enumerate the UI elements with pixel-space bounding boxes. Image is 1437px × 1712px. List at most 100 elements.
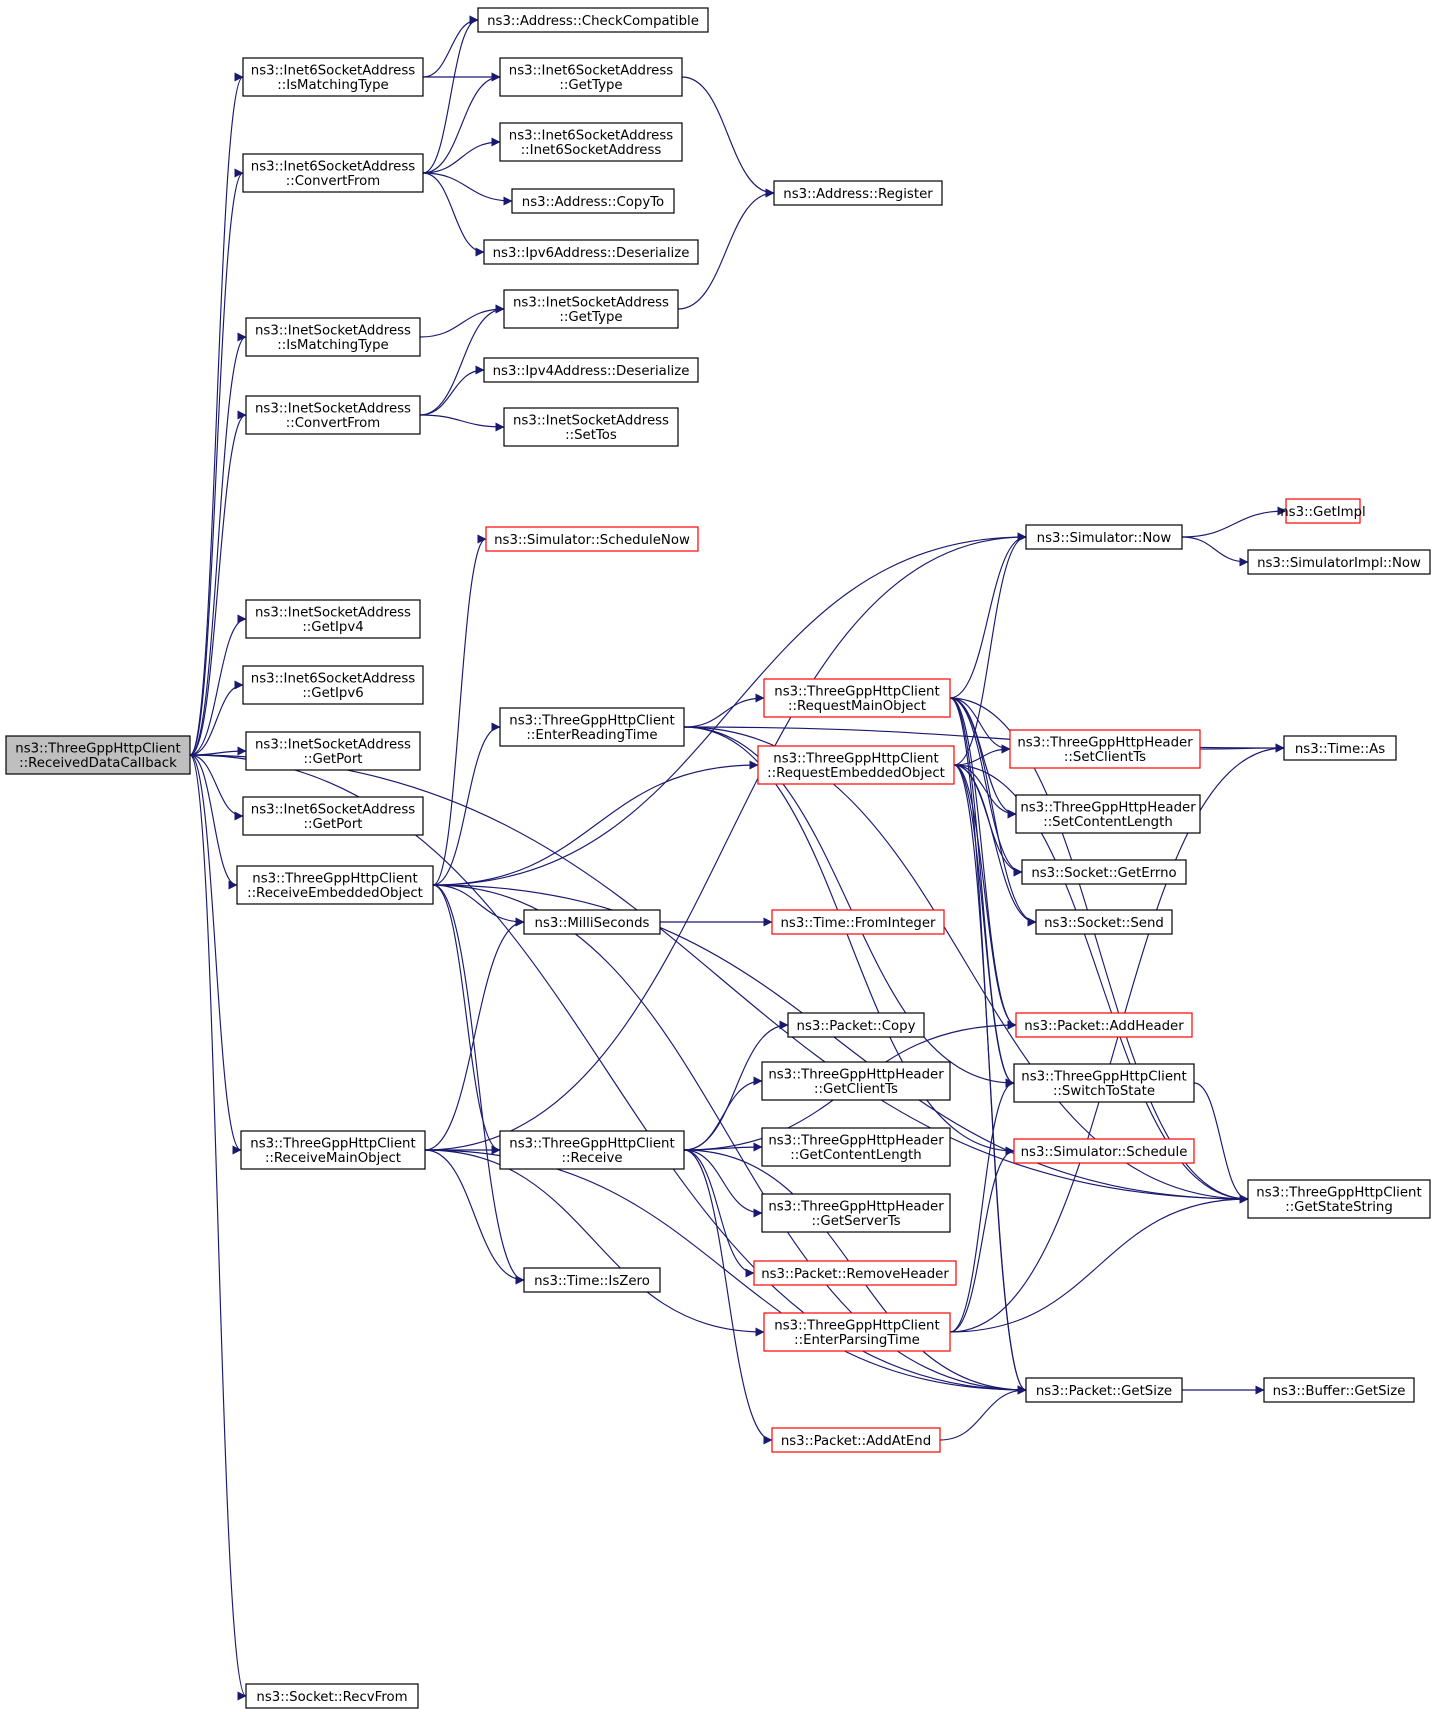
node-box bbox=[240, 1130, 426, 1170]
node-timeAs[interactable]: ns3::Time::As bbox=[1283, 735, 1397, 761]
node-box bbox=[1013, 1063, 1195, 1103]
node-enterParse[interactable]: ns3::ThreeGppHttpClient::EnterParsingTim… bbox=[763, 1312, 951, 1352]
node-label-line: ::RequestMainObject bbox=[788, 699, 926, 714]
node-milli[interactable]: ns3::MilliSeconds bbox=[523, 909, 661, 935]
edge-receive-to-getServerTs bbox=[683, 1149, 763, 1218]
call-edge bbox=[432, 722, 501, 886]
node-simSched[interactable]: ns3::Simulator::Schedule bbox=[1013, 1138, 1195, 1164]
node-i4match[interactable]: ns3::InetSocketAddress::IsMatchingType bbox=[245, 317, 421, 357]
node-simImplNow[interactable]: ns3::SimulatorImpl::Now bbox=[1247, 549, 1431, 575]
node-addrReg[interactable]: ns3::Address::Register bbox=[773, 180, 943, 206]
edge-i4gettype-to-addrReg bbox=[677, 188, 775, 310]
call-edge bbox=[189, 72, 244, 756]
node-ip4deser[interactable]: ns3::Ipv4Address::Deserialize bbox=[483, 357, 699, 383]
node-getContLen[interactable]: ns3::ThreeGppHttpHeader::GetContentLengt… bbox=[761, 1127, 951, 1167]
node-box bbox=[242, 57, 424, 97]
node-fromInt[interactable]: ns3::Time::FromInteger bbox=[771, 909, 945, 935]
node-box bbox=[499, 122, 683, 162]
edge-enterParse-to-getState bbox=[949, 1194, 1249, 1333]
node-label-line: ns3::Simulator::ScheduleNow bbox=[494, 533, 690, 548]
edge-recvMain-to-simNow bbox=[424, 532, 1027, 1151]
node-label-line: ns3::ThreeGppHttpHeader bbox=[1017, 736, 1193, 751]
node-getIpv4[interactable]: ns3::InetSocketAddress::GetIpv4 bbox=[245, 599, 421, 639]
call-edge bbox=[953, 764, 1017, 819]
node-i4conv[interactable]: ns3::InetSocketAddress::ConvertFrom bbox=[245, 395, 421, 435]
edge-recvEmb-to-enterRead bbox=[432, 722, 501, 886]
node-label-line: ns3::Address::Register bbox=[783, 187, 933, 202]
node-isZero[interactable]: ns3::Time::IsZero bbox=[523, 1267, 661, 1293]
node-label-line: ::EnterParsingTime bbox=[794, 1333, 920, 1348]
node-getImpl[interactable]: ns3::GetImpl bbox=[1280, 498, 1366, 524]
call-edge bbox=[683, 1149, 763, 1218]
node-i4gettype[interactable]: ns3::InetSocketAddress::GetType bbox=[503, 289, 679, 329]
node-root[interactable]: ns3::ThreeGppHttpClient::ReceivedDataCal… bbox=[5, 735, 191, 775]
node-bufSize[interactable]: ns3::Buffer::GetSize bbox=[1263, 1377, 1415, 1403]
node-setClientTs[interactable]: ns3::ThreeGppHttpHeader::SetClientTs bbox=[1009, 729, 1201, 769]
node-reqEmb[interactable]: ns3::ThreeGppHttpClient::RequestEmbedded… bbox=[757, 745, 955, 785]
node-pktSize[interactable]: ns3::Packet::GetSize bbox=[1025, 1377, 1183, 1403]
edge-recvEmb-to-receive bbox=[432, 884, 501, 1155]
node-box bbox=[1247, 1179, 1431, 1219]
edge-recvMain-to-enterParse bbox=[424, 1149, 765, 1337]
node-label-line: ns3::Packet::RemoveHeader bbox=[761, 1267, 949, 1282]
edge-root-to-recvFrom bbox=[189, 754, 247, 1701]
node-getErrno[interactable]: ns3::Socket::GetErrno bbox=[1021, 859, 1187, 885]
node-ip6deser[interactable]: ns3::Ipv6Address::Deserialize bbox=[483, 239, 699, 265]
node-copyto[interactable]: ns3::Address::CopyTo bbox=[511, 188, 675, 214]
node-addHeader[interactable]: ns3::Packet::AddHeader bbox=[1015, 1012, 1193, 1038]
edge-recvEmb-to-schedNow bbox=[432, 534, 487, 886]
edge-reqMain-to-getErrno bbox=[949, 697, 1023, 877]
edge-i4conv-to-settos bbox=[419, 414, 505, 432]
call-edge bbox=[1181, 506, 1287, 538]
node-i4port[interactable]: ns3::InetSocketAddress::GetPort bbox=[245, 731, 421, 771]
node-i6match[interactable]: ns3::Inet6SocketAddress::IsMatchingType bbox=[242, 57, 424, 97]
node-removeHeader[interactable]: ns3::Packet::RemoveHeader bbox=[753, 1260, 957, 1286]
node-box bbox=[5, 735, 191, 775]
call-edge bbox=[949, 1194, 1249, 1333]
edge-i6conv-to-copyto bbox=[422, 172, 513, 206]
node-simNow[interactable]: ns3::Simulator::Now bbox=[1025, 524, 1183, 550]
node-recvEmb[interactable]: ns3::ThreeGppHttpClient::ReceiveEmbedded… bbox=[236, 865, 434, 905]
call-edge bbox=[419, 304, 505, 416]
node-getIpv6[interactable]: ns3::Inet6SocketAddress::GetIpv6 bbox=[242, 665, 424, 705]
node-i6conv[interactable]: ns3::Inet6SocketAddress::ConvertFrom bbox=[242, 153, 424, 193]
node-i6gettype[interactable]: ns3::Inet6SocketAddress::GetType bbox=[499, 57, 683, 97]
node-box bbox=[245, 1683, 419, 1709]
node-getState[interactable]: ns3::ThreeGppHttpClient::GetStateString bbox=[1247, 1179, 1431, 1219]
node-switchState[interactable]: ns3::ThreeGppHttpClient::SwitchToState bbox=[1013, 1063, 1195, 1103]
call-edge bbox=[422, 172, 513, 206]
node-recvMain[interactable]: ns3::ThreeGppHttpClient::ReceiveMainObje… bbox=[240, 1130, 426, 1170]
node-addAtEnd[interactable]: ns3::Packet::AddAtEnd bbox=[771, 1427, 941, 1453]
node-label-line: ::GetServerTs bbox=[811, 1214, 900, 1229]
call-edge bbox=[1199, 743, 1285, 753]
node-label-line: ns3::ThreeGppHttpClient bbox=[774, 685, 939, 700]
node-addrCheck[interactable]: ns3::Address::CheckCompatible bbox=[477, 7, 709, 33]
edge-reqEmb-to-addHeader bbox=[953, 764, 1017, 1030]
node-schedNow[interactable]: ns3::Simulator::ScheduleNow bbox=[485, 526, 699, 552]
node-label-line: ::GetIpv4 bbox=[302, 620, 363, 635]
node-pktCopy[interactable]: ns3::Packet::Copy bbox=[787, 1012, 925, 1038]
node-enterRead[interactable]: ns3::ThreeGppHttpClient::EnterReadingTim… bbox=[499, 707, 685, 747]
edge-reqMain-to-getState bbox=[949, 697, 1249, 1204]
node-box bbox=[763, 1312, 951, 1352]
node-recvFrom[interactable]: ns3::Socket::RecvFrom bbox=[245, 1683, 419, 1709]
call-edge bbox=[189, 410, 247, 756]
node-label-line: ns3::Socket::Send bbox=[1044, 916, 1164, 931]
node-getClientTs[interactable]: ns3::ThreeGppHttpHeader::GetClientTs bbox=[761, 1061, 951, 1101]
node-receive[interactable]: ns3::ThreeGppHttpClient::Receive bbox=[499, 1130, 685, 1170]
edge-recvEmb-to-isZero bbox=[432, 884, 525, 1285]
node-sockSend[interactable]: ns3::Socket::Send bbox=[1035, 909, 1173, 935]
node-settos[interactable]: ns3::InetSocketAddress::SetTos bbox=[503, 407, 679, 447]
node-label-line: ::SetClientTs bbox=[1064, 750, 1146, 765]
node-i6ctor[interactable]: ns3::Inet6SocketAddress::Inet6SocketAddr… bbox=[499, 122, 683, 162]
edge-root-to-i6port bbox=[189, 754, 244, 821]
node-label-line: ns3::ThreeGppHttpClient bbox=[773, 752, 938, 767]
node-getServerTs[interactable]: ns3::ThreeGppHttpHeader::GetServerTs bbox=[761, 1193, 951, 1233]
node-i6port[interactable]: ns3::Inet6SocketAddress::GetPort bbox=[242, 796, 424, 836]
node-label-line: ns3::MilliSeconds bbox=[535, 916, 650, 931]
node-label-line: ns3::InetSocketAddress bbox=[255, 738, 411, 753]
node-reqMain[interactable]: ns3::ThreeGppHttpClient::RequestMainObje… bbox=[763, 678, 951, 718]
edge-simNow-to-simImplNow bbox=[1181, 536, 1249, 567]
call-edge bbox=[949, 532, 1027, 699]
node-setContLen[interactable]: ns3::ThreeGppHttpHeader::SetContentLengt… bbox=[1015, 794, 1201, 834]
